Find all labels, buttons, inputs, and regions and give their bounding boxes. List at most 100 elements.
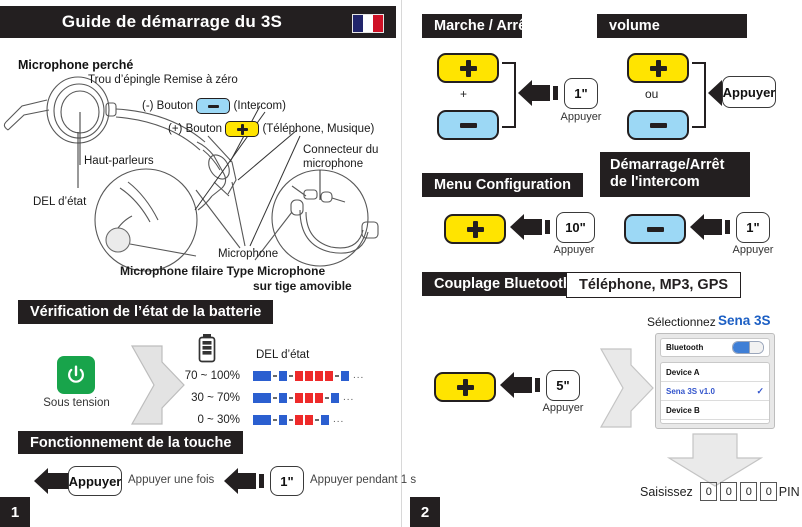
list-item[interactable]: Device B xyxy=(661,401,769,420)
key-intercom[interactable]: 1" xyxy=(736,212,770,243)
volume-operator: ou xyxy=(645,87,659,101)
minus-button-volume[interactable] xyxy=(627,110,689,140)
minus-button-text: (-) Bouton xyxy=(142,100,194,113)
press-arrow-icon-pairing xyxy=(500,372,540,398)
minus-button-intercom[interactable] xyxy=(624,214,686,244)
caption-power: Appuyer xyxy=(560,111,602,123)
intercom-header-line1: Démarrage/Arrêt xyxy=(610,157,725,173)
select-label: Sélectionnez xyxy=(647,315,716,329)
key-press-desc-0: Appuyer une fois xyxy=(128,474,215,486)
select-device-name: Sena 3S xyxy=(718,313,771,328)
device-name: Sena 3S v1.0 xyxy=(666,386,715,396)
label-speakers: Haut-parleurs xyxy=(84,155,154,167)
device-list[interactable]: Device A Sena 3S v1.0 ✓ Device B .... xyxy=(660,362,770,424)
plus-button-text: (+) Bouton xyxy=(168,123,223,136)
press-arrow-icon-1 xyxy=(224,468,264,494)
label-status-led: DEL d’état xyxy=(33,196,87,208)
volume-header: volume xyxy=(597,14,747,38)
diagram-caption-line2: sur tige amovible xyxy=(253,279,352,293)
plus-button-config[interactable] xyxy=(444,214,506,244)
plus-button-volume[interactable] xyxy=(627,53,689,83)
list-item[interactable]: Device A xyxy=(661,363,769,382)
power-on-icon xyxy=(57,356,95,394)
press-arrow-icon-config xyxy=(510,214,550,240)
led-status-header: DEL d’état xyxy=(256,349,310,361)
list-item[interactable]: Sena 3S v1.0 ✓ xyxy=(661,382,769,401)
flow-arrow-to-phone xyxy=(599,348,654,428)
press-arrow-icon-intercom xyxy=(690,214,730,240)
label-plus-button: (+) Bouton (Téléphone, Musique) xyxy=(168,121,374,137)
pin-prefix: Saisissez xyxy=(640,484,693,499)
intercom-header-line2: de l'intercom xyxy=(610,174,700,191)
intercom-header: Démarrage/Arrêt de l'intercom xyxy=(600,152,750,198)
pin-entry-row: Saisissez 0 0 0 0 PIN xyxy=(640,482,800,501)
power-on-label: Sous tension xyxy=(43,397,110,409)
checkmark-icon: ✓ xyxy=(756,385,764,396)
page-number-left: 1 xyxy=(0,497,30,527)
label-microphone: Microphone xyxy=(218,248,279,260)
device-name: Device A xyxy=(666,367,700,377)
key-press-desc-1: Appuyer pendant 1 s xyxy=(310,474,417,486)
right-column: Marche / Arrêt R volume + 1" Appuyer ou … xyxy=(402,0,802,527)
key-pairing[interactable]: 5" xyxy=(546,370,580,401)
plus-button-pill-icon xyxy=(225,121,260,137)
key-press-0[interactable]: Appuyer xyxy=(68,466,122,496)
battery-check-header: Vérification de l’état de la batterie xyxy=(18,300,274,324)
diagram-heading: Microphone perché xyxy=(18,58,134,72)
label-mic-connector-line2: microphone xyxy=(303,158,364,170)
pin-digit[interactable]: 0 xyxy=(760,482,778,501)
column-divider xyxy=(401,0,402,527)
pin-suffix: PIN xyxy=(778,484,800,499)
label-minus-button: (-) Bouton (Intercom) xyxy=(142,98,286,114)
plus-button-pairing[interactable] xyxy=(434,372,496,402)
pin-digit[interactable]: 0 xyxy=(740,482,758,501)
caption-config: Appuyer xyxy=(553,244,595,256)
power-operator: + xyxy=(460,87,468,101)
key-config[interactable]: 10" xyxy=(556,212,595,243)
press-arrow-icon-0 xyxy=(34,468,70,494)
minus-button-power[interactable] xyxy=(437,110,499,140)
volume-bracket xyxy=(692,62,706,128)
diagram-caption-line1: Microphone filaire Type Microphone xyxy=(120,264,326,278)
caption-intercom: Appuyer xyxy=(732,244,774,256)
key-press-1[interactable]: 1" xyxy=(270,466,304,496)
title-bar: Guide de démarrage du 3S xyxy=(0,6,396,38)
led-pattern-1: ... xyxy=(253,392,354,403)
minus-button-pill-icon xyxy=(196,98,231,114)
minus-button-suffix: (Intercom) xyxy=(233,100,286,113)
battery-range-1: 30 ~ 70% xyxy=(191,392,240,404)
flow-arrow-right xyxy=(130,345,185,425)
plus-button-power[interactable] xyxy=(437,53,499,83)
bluetooth-pairing-subheader: Téléphone, MP3, GPS xyxy=(566,272,742,298)
led-pattern-0: ... xyxy=(253,370,364,381)
page-title: Guide de démarrage du 3S xyxy=(61,12,283,31)
bluetooth-label: Bluetooth xyxy=(666,343,704,352)
bluetooth-toggle[interactable] xyxy=(732,341,764,354)
list-item[interactable]: .... xyxy=(661,420,769,423)
label-mic-connector-line1: Connecteur du xyxy=(303,144,379,156)
config-menu-header: Menu Configuration xyxy=(422,173,583,197)
battery-range-2: 0 ~ 30% xyxy=(197,414,240,426)
france-flag-icon xyxy=(352,14,384,33)
battery-range-0: 70 ~ 100% xyxy=(184,370,240,382)
flow-arrow-down xyxy=(666,433,764,487)
device-name: Device B xyxy=(666,405,700,415)
battery-icon xyxy=(198,334,216,363)
plus-button-suffix: (Téléphone, Musique) xyxy=(262,123,375,136)
power-onoff-header: Marche / Arrêt R xyxy=(422,14,522,38)
phone-bluetooth-panel: Bluetooth Device A Sena 3S v1.0 ✓ Device… xyxy=(655,333,775,429)
key-power[interactable]: 1" xyxy=(564,78,598,109)
button-operation-header: Fonctionnement de la touche xyxy=(18,431,244,454)
bluetooth-pairing-header: Couplage Bluetooth xyxy=(422,272,584,296)
key-volume[interactable]: Appuyer xyxy=(722,76,776,108)
headset-illustration xyxy=(3,76,379,272)
pin-digit[interactable]: 0 xyxy=(700,482,718,501)
power-glyph xyxy=(68,365,84,383)
page-number-right: 2 xyxy=(410,497,440,527)
led-pattern-2: ... xyxy=(253,414,344,425)
caption-pairing: Appuyer xyxy=(542,402,584,414)
pin-digit[interactable]: 0 xyxy=(720,482,738,501)
bluetooth-row[interactable]: Bluetooth xyxy=(660,338,770,357)
press-arrow-icon-power xyxy=(518,80,558,106)
